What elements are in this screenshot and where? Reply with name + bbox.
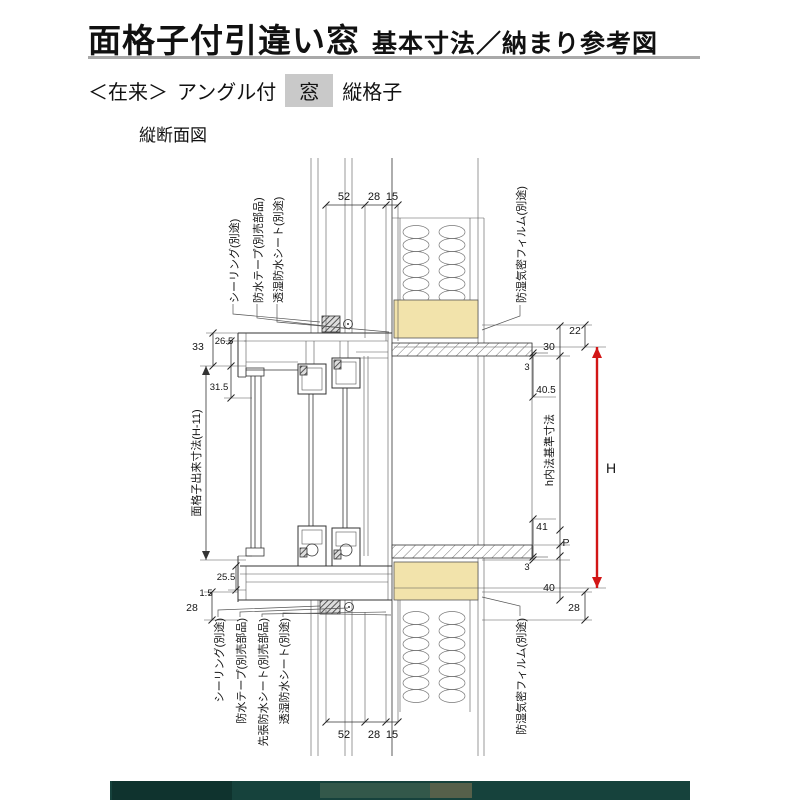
sealing-backer-top: [321, 315, 341, 333]
dim-41: 41: [536, 521, 548, 533]
annotation-texts: シーリング(別途) 防水テープ(別売部品) 透湿防水シート(別途) 防湿気密フィ…: [189, 186, 556, 746]
dim-31-5: 31.5: [210, 382, 229, 393]
annotation-sheet-bottom: 透湿防水シート(別途): [277, 618, 291, 724]
wood-framing-bottom: [393, 561, 479, 601]
dim-3-top: 3: [524, 362, 529, 373]
annotation-inner-height: h内法基準寸法: [542, 414, 556, 486]
next-image-strip: [110, 781, 690, 800]
annotation-sheet-top: 透湿防水シート(別途): [271, 197, 285, 303]
dim-top-15: 15: [386, 191, 398, 203]
dim-25-5: 25.5: [217, 572, 236, 583]
dim-1-5: 1.5: [199, 588, 212, 599]
section-type-label: 縦断面図: [139, 126, 207, 145]
dimension-lines: [200, 201, 606, 726]
annotation-presheet-bottom: 先張防水シート(別売部品): [256, 618, 270, 746]
dim-bottom-52: 52: [338, 729, 350, 741]
spec-conventional: ＜在来＞: [88, 82, 168, 104]
outer-sash-profile: [297, 363, 327, 567]
annotation-film-bottom: 防湿気密フィルム(別途): [514, 618, 528, 735]
dim-P: P: [562, 537, 569, 549]
height-dimension-H: [592, 347, 602, 588]
inner-sash-profile: [331, 357, 361, 567]
dim-3-bottom: 3: [524, 562, 529, 573]
dim-30: 30: [543, 341, 555, 353]
insulation-bottom: [402, 611, 466, 703]
interior-trim-top: [391, 342, 533, 357]
dim-28-right: 28: [568, 602, 580, 614]
dim-H-label: H: [606, 460, 616, 476]
annotation-tape-bottom: 防水テープ(別売部品): [234, 618, 248, 724]
leader-lines: [217, 304, 521, 617]
construction-lines: [310, 158, 533, 756]
dim-bottom-15: 15: [386, 729, 398, 741]
dim-33: 33: [192, 341, 204, 353]
head-frame-profile: [237, 315, 392, 379]
spec-window-highlight: 窓: [285, 74, 334, 107]
insulation-top: [402, 225, 466, 304]
dim-40: 40: [543, 582, 555, 594]
title-main: 面格子付引違い窓: [88, 22, 360, 59]
dim-22: 22: [569, 325, 581, 337]
annotation-sealing-bottom: シーリング(別途): [212, 618, 226, 702]
annotation-grille-dimension: 面格子出来寸法(H-11): [189, 409, 203, 516]
wood-framing-top: [393, 299, 479, 339]
spec-angle: アングル付: [177, 82, 277, 104]
dim-26-5: 26.5: [215, 336, 234, 347]
annotation-tape-top: 防水テープ(別売部品): [251, 197, 265, 303]
spec-grille: 縦格子: [342, 82, 403, 104]
spec-row: ＜在来＞ アングル付 窓 縦格子: [88, 74, 402, 107]
dim-top-52: 52: [338, 191, 350, 203]
face-grille: [245, 367, 265, 557]
sealing-backer-bottom: [319, 599, 341, 615]
dim-bottom-28: 28: [368, 729, 380, 741]
title-underline: [88, 56, 700, 59]
dim-28-left: 28: [186, 602, 198, 614]
annotation-film-top: 防湿気密フィルム(別途): [514, 186, 528, 303]
annotation-sealing-top: シーリング(別途): [227, 219, 241, 303]
dim-top-28: 28: [368, 191, 380, 203]
interior-trim-bottom: [391, 544, 533, 559]
page-title: 面格子付引違い窓基本寸法／納まり参考図: [88, 14, 658, 62]
dimension-texts: 52 28 15 52 28 15 33 26.5 31.5 25.5 1.5 …: [186, 191, 616, 741]
dim-40-5: 40.5: [536, 385, 556, 396]
title-sub: 基本寸法／納まり参考図: [372, 30, 659, 58]
